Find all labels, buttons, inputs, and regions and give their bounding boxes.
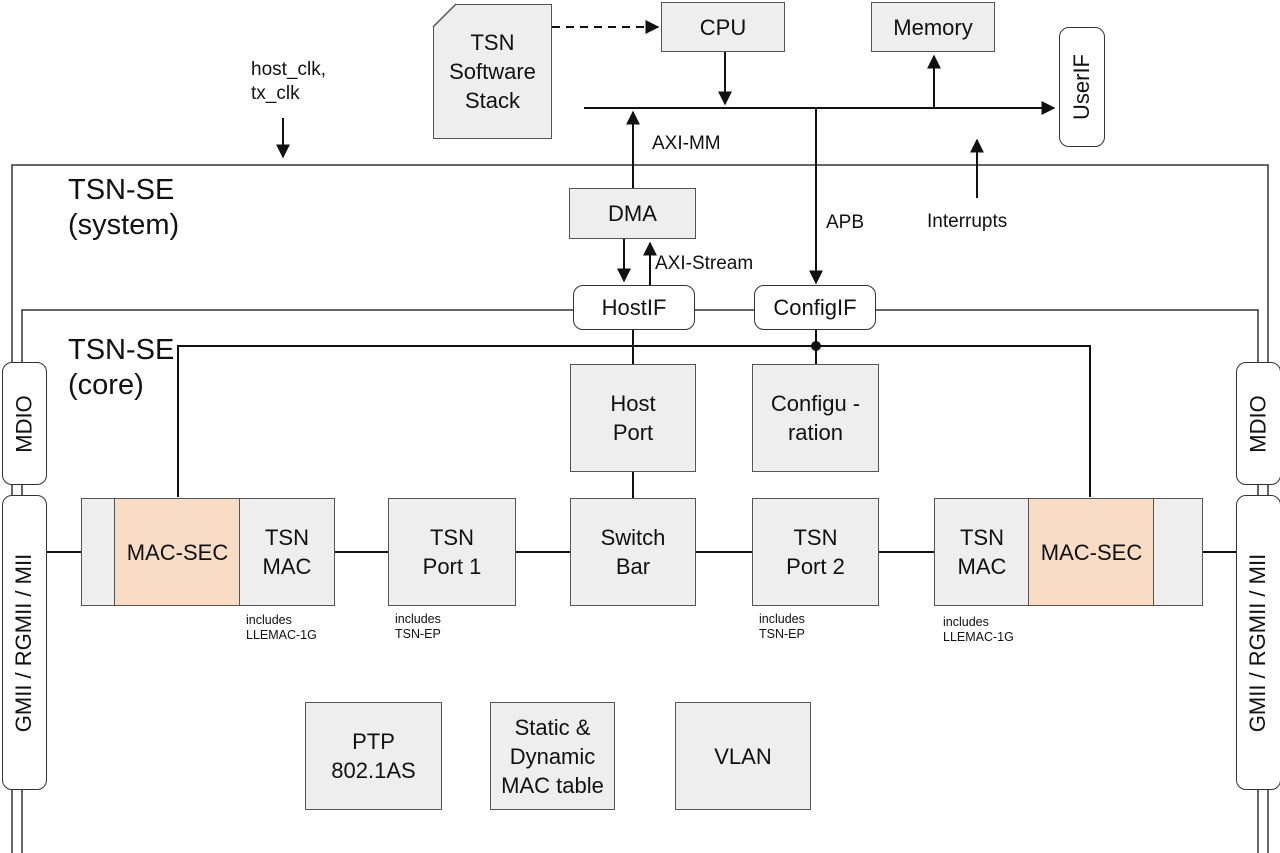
userif-block[interactable]: UserIF: [1059, 27, 1105, 147]
left-mdio-block[interactable]: MDIO: [2, 362, 47, 485]
host-port-label: Host Port: [610, 391, 656, 445]
host-port-block[interactable]: Host Port: [570, 364, 696, 472]
userif-label: UserIF: [1069, 54, 1094, 120]
right-mac-note: includes LLEMAC-1G: [943, 615, 1014, 644]
right-mdio-block[interactable]: MDIO: [1236, 362, 1280, 485]
left-macsec-block[interactable]: MAC-SEC: [114, 498, 241, 606]
hostif-label: HostIF: [601, 294, 667, 320]
left-macsec-label: MAC-SEC: [126, 539, 229, 565]
configuration-label: Configu - ration: [770, 391, 861, 445]
configif-block[interactable]: ConfigIF: [754, 285, 876, 330]
hostif-block[interactable]: HostIF: [573, 285, 695, 330]
tsn-port-2-label: TSN Port 2: [786, 525, 845, 579]
left-gmii-block[interactable]: GMII / RGMII / MII: [2, 495, 47, 790]
ptp-block[interactable]: PTP 802.1AS: [305, 702, 442, 810]
tsn-port-1-label: TSN Port 1: [422, 525, 482, 579]
interrupts-label: Interrupts: [927, 211, 1008, 232]
right-tsn-mac-block[interactable]: TSN MAC: [934, 498, 1030, 606]
software-stack-doc: TSN Software Stack: [432, 3, 552, 139]
configif-label: ConfigIF: [773, 294, 857, 320]
memory-label: Memory: [893, 14, 973, 40]
left-mdio-label: MDIO: [11, 394, 37, 453]
switch-bar-label: Switch Bar: [600, 525, 666, 579]
right-macsec-block[interactable]: MAC-SEC: [1028, 498, 1155, 606]
cpu-label: CPU: [699, 14, 747, 40]
config-bus-wire: [177, 345, 1091, 497]
left-mac-stub: [81, 498, 116, 606]
doc-fold-icon: [432, 3, 457, 28]
core-title: TSN-SE (core): [68, 334, 175, 401]
dma-label: DMA: [608, 201, 657, 226]
axi-mm-label: AXI-MM: [652, 133, 721, 154]
left-tsn-mac-block[interactable]: TSN MAC: [239, 498, 335, 606]
apb-label: APB: [826, 212, 865, 233]
ptp-label: PTP 802.1AS: [331, 729, 416, 783]
tsn-port-1-block[interactable]: TSN Port 1: [388, 498, 516, 606]
config-bus-junction: [811, 341, 821, 351]
mac-table-block[interactable]: Static & Dynamic MAC table: [490, 702, 615, 810]
cpu-block[interactable]: CPU: [661, 2, 785, 52]
right-mdio-label: MDIO: [1245, 394, 1271, 453]
right-gmii-block[interactable]: GMII / RGMII / MII: [1236, 495, 1280, 790]
tsn-port-1-note: includes TSN-EP: [395, 612, 441, 641]
tsn-port-2-note: includes TSN-EP: [759, 612, 805, 641]
left-tsn-mac-label: TSN MAC: [262, 525, 312, 579]
memory-block[interactable]: Memory: [871, 2, 995, 52]
mac-table-label: Static & Dynamic MAC table: [501, 714, 604, 798]
right-mac-stub: [1153, 498, 1203, 606]
left-gmii-label: GMII / RGMII / MII: [11, 553, 37, 732]
right-tsn-mac-label: TSN MAC: [957, 525, 1007, 579]
configuration-block[interactable]: Configu - ration: [752, 364, 879, 472]
tsn-port-2-block[interactable]: TSN Port 2: [752, 498, 879, 606]
axi-stream-label: AXI-Stream: [655, 253, 754, 274]
system-title: TSN-SE (system): [68, 174, 180, 241]
clock-label: host_clk, tx_clk: [251, 59, 326, 104]
right-macsec-label: MAC-SEC: [1040, 539, 1143, 565]
left-mac-note: includes LLEMAC-1G: [246, 613, 317, 642]
switch-bar-block[interactable]: Switch Bar: [570, 498, 696, 606]
vlan-block[interactable]: VLAN: [675, 702, 811, 810]
vlan-label: VLAN: [714, 743, 772, 769]
right-gmii-label: GMII / RGMII / MII: [1245, 553, 1271, 732]
dma-block[interactable]: DMA: [569, 188, 696, 239]
software-stack-label: TSN Software Stack: [449, 30, 536, 113]
